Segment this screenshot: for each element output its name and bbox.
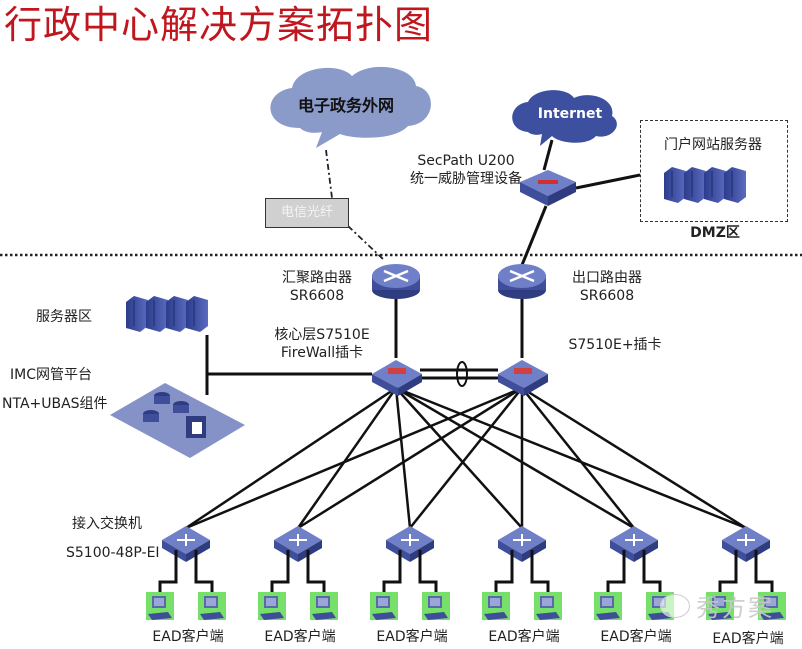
client-cable xyxy=(382,550,402,596)
utm-model-label: SecPath U200 xyxy=(417,153,515,169)
access-switch-model: S5100-48P-EI xyxy=(66,545,160,561)
trunk-link xyxy=(521,386,747,530)
egress-router-name: 出口路由器 xyxy=(572,270,642,286)
client-label-5: EAD客户端 xyxy=(600,629,672,645)
aggregation-router-icon xyxy=(372,264,420,299)
fiber-link xyxy=(325,149,385,261)
server-zone-icon xyxy=(126,296,208,332)
internet-cloud-icon xyxy=(512,90,617,146)
access-switch-icon xyxy=(274,526,322,562)
dmz-zone-box xyxy=(640,120,788,222)
aggregation-router-name: 汇聚路由器 xyxy=(282,270,352,286)
watermark: 秀方案 xyxy=(696,594,774,622)
core-switch-left-icon xyxy=(372,360,422,396)
client-pc-icon xyxy=(482,592,510,620)
utm-firewall-icon xyxy=(520,170,576,206)
client-cable xyxy=(494,550,514,596)
link-utm-dmz xyxy=(575,173,641,190)
link-aggregation-icon xyxy=(456,361,468,387)
server-unit-icon xyxy=(724,167,746,203)
client-cable xyxy=(606,550,626,596)
client-pc-icon xyxy=(422,592,450,620)
server-unit-icon xyxy=(166,296,188,332)
page-title: 行政中心解决方案拓扑图 xyxy=(4,3,434,47)
trunk-links xyxy=(185,386,747,530)
egress-router-model: SR6608 xyxy=(579,288,635,304)
wechat-icon xyxy=(660,594,690,618)
access-switch-name: 接入交换机 xyxy=(72,516,142,532)
server-unit-icon xyxy=(126,296,148,332)
core-right-label: S7510E+插卡 xyxy=(568,337,662,353)
fiber-label: 电信光纤 xyxy=(265,198,349,228)
client-label-3: EAD客户端 xyxy=(376,629,448,645)
utm-desc-label: 统一威胁管理设备 xyxy=(410,171,522,187)
server-zone-label: 服务器区 xyxy=(36,309,92,325)
client-pc-icon xyxy=(310,592,338,620)
imc-line2: NTA+UBAS组件 xyxy=(2,396,108,412)
imc-platform-icon xyxy=(110,383,245,458)
dmz-servers-icon xyxy=(664,167,746,203)
client-cable xyxy=(158,550,178,596)
access-switch-icon xyxy=(610,526,658,562)
access-layer xyxy=(146,526,786,620)
client-pc-icon xyxy=(594,592,622,620)
access-switch-icon xyxy=(722,526,770,562)
egov-cloud-icon xyxy=(270,66,431,148)
server-unit-icon xyxy=(146,296,168,332)
client-label-4: EAD客户端 xyxy=(488,629,560,645)
core-switch-right-icon xyxy=(498,360,548,396)
client-pc-icon xyxy=(706,592,734,620)
client-cable xyxy=(194,550,214,596)
access-switch-icon xyxy=(386,526,434,562)
client-cable xyxy=(754,550,774,596)
client-label-1: EAD客户端 xyxy=(152,629,224,645)
imc-line1: IMC网管平台 xyxy=(10,367,92,383)
client-pc-icon xyxy=(146,592,174,620)
client-pc-icon xyxy=(198,592,226,620)
egov-cloud-label: 电子政务外网 xyxy=(297,96,394,115)
server-unit-icon xyxy=(664,167,686,203)
aggregation-router-model: SR6608 xyxy=(289,288,345,304)
dmz-zone-label: DMZ区 xyxy=(690,225,740,241)
link-utm-egress xyxy=(520,205,548,266)
trunk-link xyxy=(395,386,747,530)
client-label-6: EAD客户端 xyxy=(712,631,784,647)
client-cable xyxy=(270,550,290,596)
server-unit-icon xyxy=(704,167,726,203)
client-pc-icon xyxy=(258,592,286,620)
client-pc-icon xyxy=(370,592,398,620)
trunk-link xyxy=(185,386,523,530)
server-unit-icon xyxy=(684,167,706,203)
dmz-servers-label: 门户网站服务器 xyxy=(664,137,762,153)
trunk-link xyxy=(395,386,635,530)
access-switch-icon xyxy=(162,526,210,562)
client-cable xyxy=(418,550,438,596)
trunk-link xyxy=(409,387,523,529)
trunk-link xyxy=(395,387,523,529)
client-cable xyxy=(718,550,738,596)
client-pc-icon xyxy=(534,592,562,620)
trunk-link xyxy=(394,387,412,529)
trunk-link xyxy=(185,386,397,530)
client-cable xyxy=(306,550,326,596)
trunk-link xyxy=(521,387,635,529)
core-left-line1: 核心层S7510E xyxy=(274,327,370,343)
link-utm-internet xyxy=(542,139,554,171)
client-pc-icon xyxy=(758,592,786,620)
server-unit-icon xyxy=(186,296,208,332)
core-left-line2: FireWall插卡 xyxy=(280,345,364,361)
internet-cloud-label: Internet xyxy=(537,106,603,122)
client-cable xyxy=(530,550,550,596)
client-cable xyxy=(642,550,662,596)
access-switch-icon xyxy=(498,526,546,562)
egress-router-icon xyxy=(498,264,546,299)
trunk-link xyxy=(296,387,398,529)
trunk-link xyxy=(297,386,523,530)
client-label-2: EAD客户端 xyxy=(264,629,336,645)
